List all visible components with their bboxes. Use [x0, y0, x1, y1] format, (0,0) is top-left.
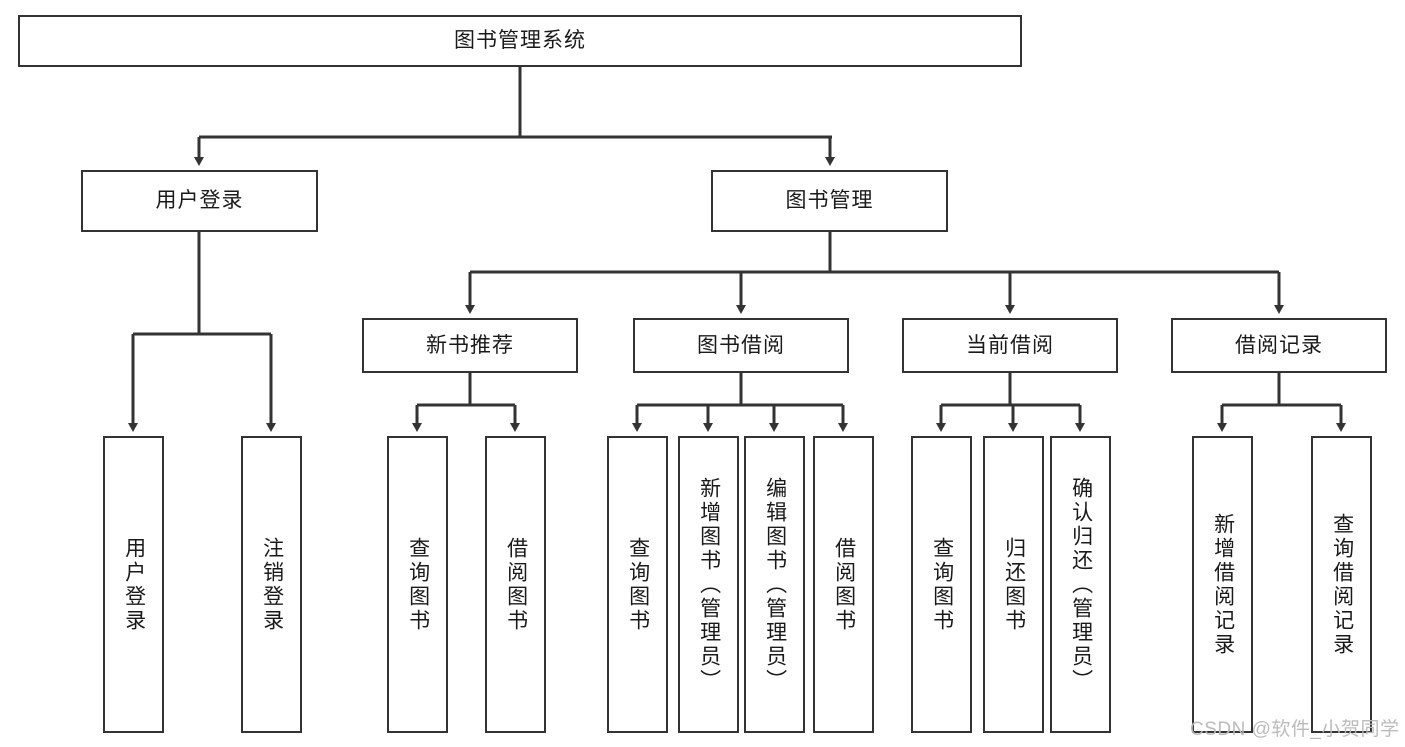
leaf-add-borrow-record[interactable]: 新增借阅记录: [1192, 436, 1253, 733]
leaf-query-book-recommend[interactable]: 查询图书: [387, 436, 448, 733]
node-label: 查询图书: [930, 536, 954, 633]
node-label: 注销登录: [260, 536, 284, 633]
node-book-management[interactable]: 图书管理: [711, 170, 948, 232]
node-label: 查询图书: [406, 536, 430, 633]
node-new-book-recommend[interactable]: 新书推荐: [362, 318, 578, 373]
node-label: 图书借阅: [697, 333, 785, 357]
node-label: 图书管理: [785, 189, 874, 213]
node-label: 用户登录: [155, 189, 244, 213]
leaf-user-login[interactable]: 用户登录: [103, 436, 164, 733]
node-label: 查询图书: [626, 536, 650, 633]
leaf-confirm-return-admin[interactable]: 确认归还（管理员）: [1050, 436, 1111, 733]
leaf-add-book-admin[interactable]: 新增图书（管理员）: [678, 436, 739, 733]
leaf-borrow-book-recommend[interactable]: 借阅图书: [485, 436, 546, 733]
node-label: 借阅图书: [832, 536, 856, 633]
node-label: 用户登录: [122, 536, 146, 633]
node-label: 借阅图书: [504, 536, 528, 633]
node-user-login[interactable]: 用户登录: [81, 170, 318, 232]
node-label: 查询借阅记录: [1330, 512, 1354, 657]
node-root-system[interactable]: 图书管理系统: [18, 15, 1022, 67]
watermark-text: CSDN @软件_小贺同学: [1190, 719, 1400, 740]
node-label: 确认归还（管理员）: [1069, 476, 1093, 693]
leaf-edit-book-admin[interactable]: 编辑图书（管理员）: [744, 436, 805, 733]
node-label: 新书推荐: [426, 333, 514, 357]
node-current-borrow[interactable]: 当前借阅: [902, 318, 1118, 373]
node-label: 新增图书（管理员）: [697, 476, 721, 693]
leaf-logout-login[interactable]: 注销登录: [241, 436, 302, 733]
node-label: 新增借阅记录: [1211, 512, 1235, 657]
node-label: 借阅记录: [1235, 333, 1323, 357]
leaf-return-book[interactable]: 归还图书: [983, 436, 1044, 733]
node-label: 归还图书: [1002, 536, 1026, 633]
node-label: 当前借阅: [966, 333, 1054, 357]
node-book-borrow[interactable]: 图书借阅: [633, 318, 849, 373]
leaf-query-book-current[interactable]: 查询图书: [911, 436, 972, 733]
leaf-query-borrow-record[interactable]: 查询借阅记录: [1311, 436, 1372, 733]
node-borrow-records[interactable]: 借阅记录: [1171, 318, 1387, 373]
leaf-query-book-borrow[interactable]: 查询图书: [607, 436, 668, 733]
node-label: 编辑图书（管理员）: [763, 476, 787, 693]
node-label: 图书管理系统: [454, 29, 586, 53]
leaf-borrow-book[interactable]: 借阅图书: [813, 436, 874, 733]
